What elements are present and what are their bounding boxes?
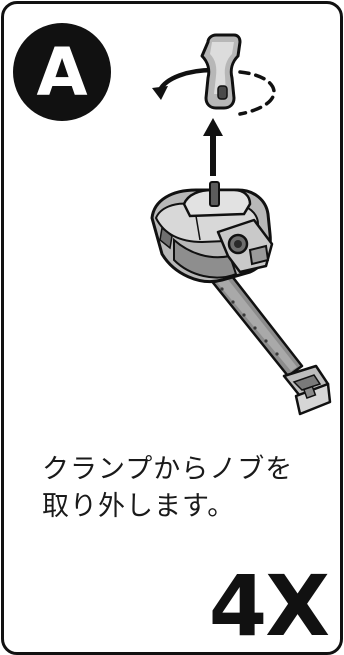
step-letter: A	[36, 34, 88, 111]
step-badge: A	[13, 23, 111, 121]
clamp-icon	[150, 181, 274, 283]
quantity-label: 4X	[208, 557, 330, 655]
instruction-line-1: クランプからノブを	[42, 454, 294, 485]
illustration	[150, 33, 332, 416]
knob-icon	[200, 33, 242, 110]
instruction-line-2: 取り外します。	[42, 491, 236, 522]
lift-arrow-icon	[203, 118, 223, 176]
instruction-text: クランプからノブを 取り外します。	[42, 451, 332, 525]
rotation-arrow-icon	[152, 67, 276, 116]
